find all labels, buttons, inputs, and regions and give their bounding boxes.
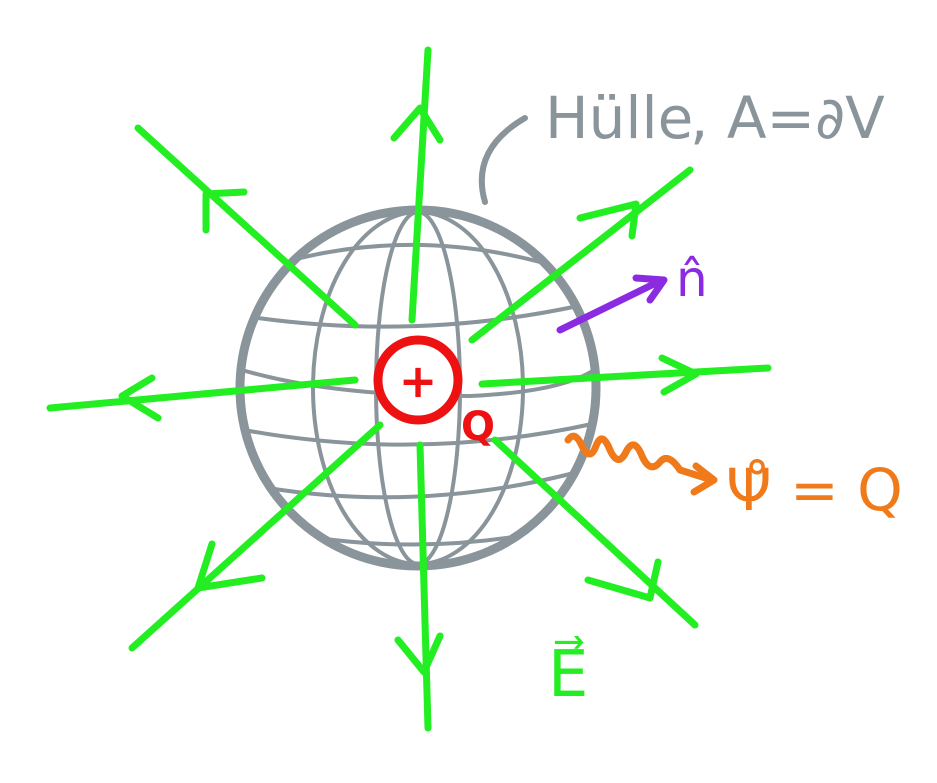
field-line-right (478, 354, 772, 396)
flux-annotation: Ψ̊ = Q (564, 432, 903, 524)
field-line-down-right (491, 436, 699, 629)
arrowhead (194, 540, 266, 592)
point-charge: + Q (373, 335, 495, 450)
sphere-latitude (256, 304, 580, 329)
normal-label: n̂ (676, 250, 708, 308)
normal-arrow (556, 274, 668, 334)
field-line-up (390, 46, 444, 324)
arrowhead (394, 632, 444, 676)
field-line-left (46, 374, 359, 422)
charge-circle (373, 335, 463, 425)
arrowhead (584, 558, 662, 602)
field-line-down-left (128, 421, 384, 652)
field-line-up-left (134, 124, 359, 329)
arrowhead (118, 374, 162, 422)
surface-annotation: Hülle , A=∂V (478, 84, 885, 205)
surface-leader-line (478, 115, 528, 205)
charge-sign: + (399, 354, 438, 408)
surface-label-name: Hülle (545, 84, 693, 152)
arrowhead (658, 354, 700, 396)
field-line-down (394, 441, 444, 732)
field-line-up-right (468, 166, 694, 344)
normal-vector: n̂ (556, 250, 708, 334)
flux-wavy-arrow (564, 432, 718, 496)
field-label: E⃗ (548, 635, 588, 712)
surface-label-equation: , A=∂V (690, 84, 885, 152)
arrowhead (390, 104, 444, 144)
sphere-latitude (298, 242, 542, 264)
arrowhead (202, 188, 248, 234)
field-lines (46, 46, 772, 732)
sphere-latitude (316, 534, 522, 547)
flux-label: Ψ̊ = Q (726, 456, 903, 524)
arrowhead (576, 200, 640, 240)
charge-label: Q (461, 404, 495, 450)
sphere-latitude (242, 422, 594, 447)
